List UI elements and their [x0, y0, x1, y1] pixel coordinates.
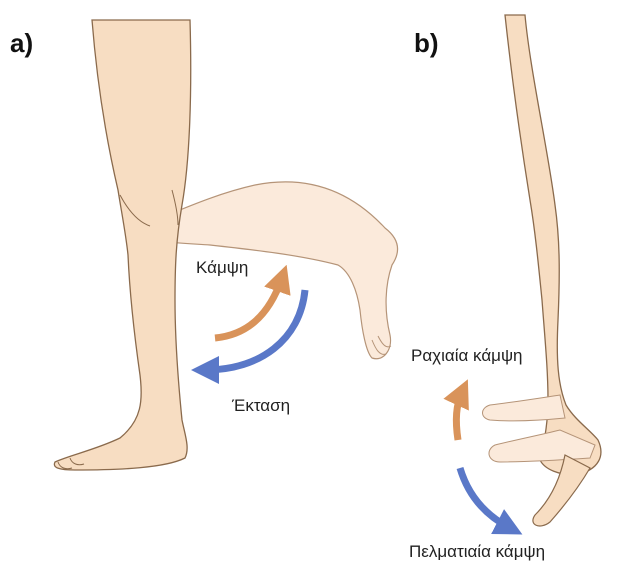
- flexion-arrow: [215, 278, 282, 338]
- panel-a-label: a): [10, 28, 33, 59]
- extension-label: Έκταση: [232, 396, 290, 416]
- plantarflexion-arrow: [460, 468, 510, 528]
- dorsiflexion-arrow: [456, 392, 462, 440]
- panel-a-illustration: [54, 20, 397, 470]
- standing-leg: [54, 20, 190, 470]
- dorsiflexion-label: Ραχιαία κάμψη: [411, 346, 523, 366]
- flexion-label: Κάμψη: [196, 258, 248, 278]
- panel-b-illustration: [456, 15, 601, 528]
- plantarflexion-label: Πελματιαία κάμψη: [409, 542, 545, 562]
- panel-b-label: b): [414, 28, 439, 59]
- extension-arrow: [205, 290, 305, 370]
- dorsiflexed-foot-ghost: [483, 395, 566, 421]
